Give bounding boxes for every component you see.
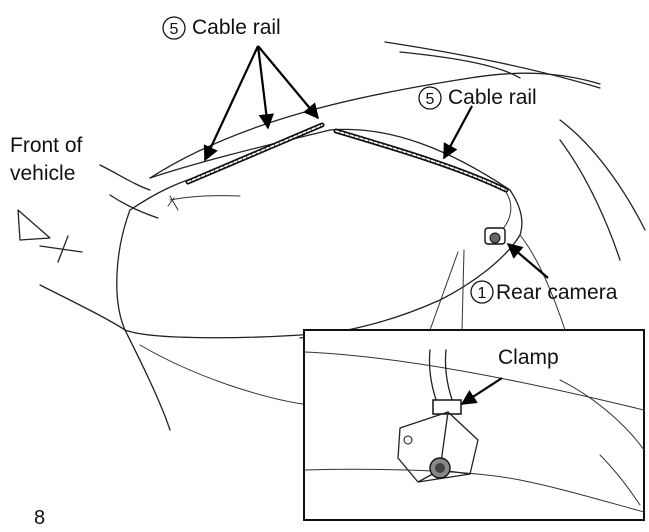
cable-rail-right	[333, 128, 509, 193]
clamp-label: Clamp	[498, 346, 559, 369]
cable-rail-top-label: Cable rail	[192, 16, 281, 39]
inset-leader-lines	[429, 249, 465, 331]
circle-number-1-camera: 1	[470, 280, 494, 304]
cable-rail-right-label: Cable rail	[448, 86, 537, 109]
clamp-detail-inset	[303, 329, 645, 521]
cable-rail-right-arrow	[443, 105, 473, 160]
front-of-vehicle-label-line2: vehicle	[10, 162, 75, 185]
rear-camera-small	[484, 227, 506, 245]
circle-number-5-right: 5	[418, 86, 442, 110]
svg-text:5: 5	[426, 91, 435, 108]
cable-rail-left	[185, 122, 325, 185]
svg-text:5: 5	[170, 21, 179, 38]
cable-run	[499, 191, 512, 233]
front-direction-arrow-icon	[17, 209, 83, 263]
cable-rail-top-arrows	[203, 45, 319, 162]
svg-text:1: 1	[478, 285, 487, 302]
rear-camera-label: Rear camera	[496, 281, 618, 304]
circle-number-5-top: 5	[162, 16, 186, 40]
rear-camera-arrow	[506, 243, 549, 279]
page-number: 8	[34, 507, 45, 529]
front-of-vehicle-label-line1: Front of	[10, 134, 83, 157]
